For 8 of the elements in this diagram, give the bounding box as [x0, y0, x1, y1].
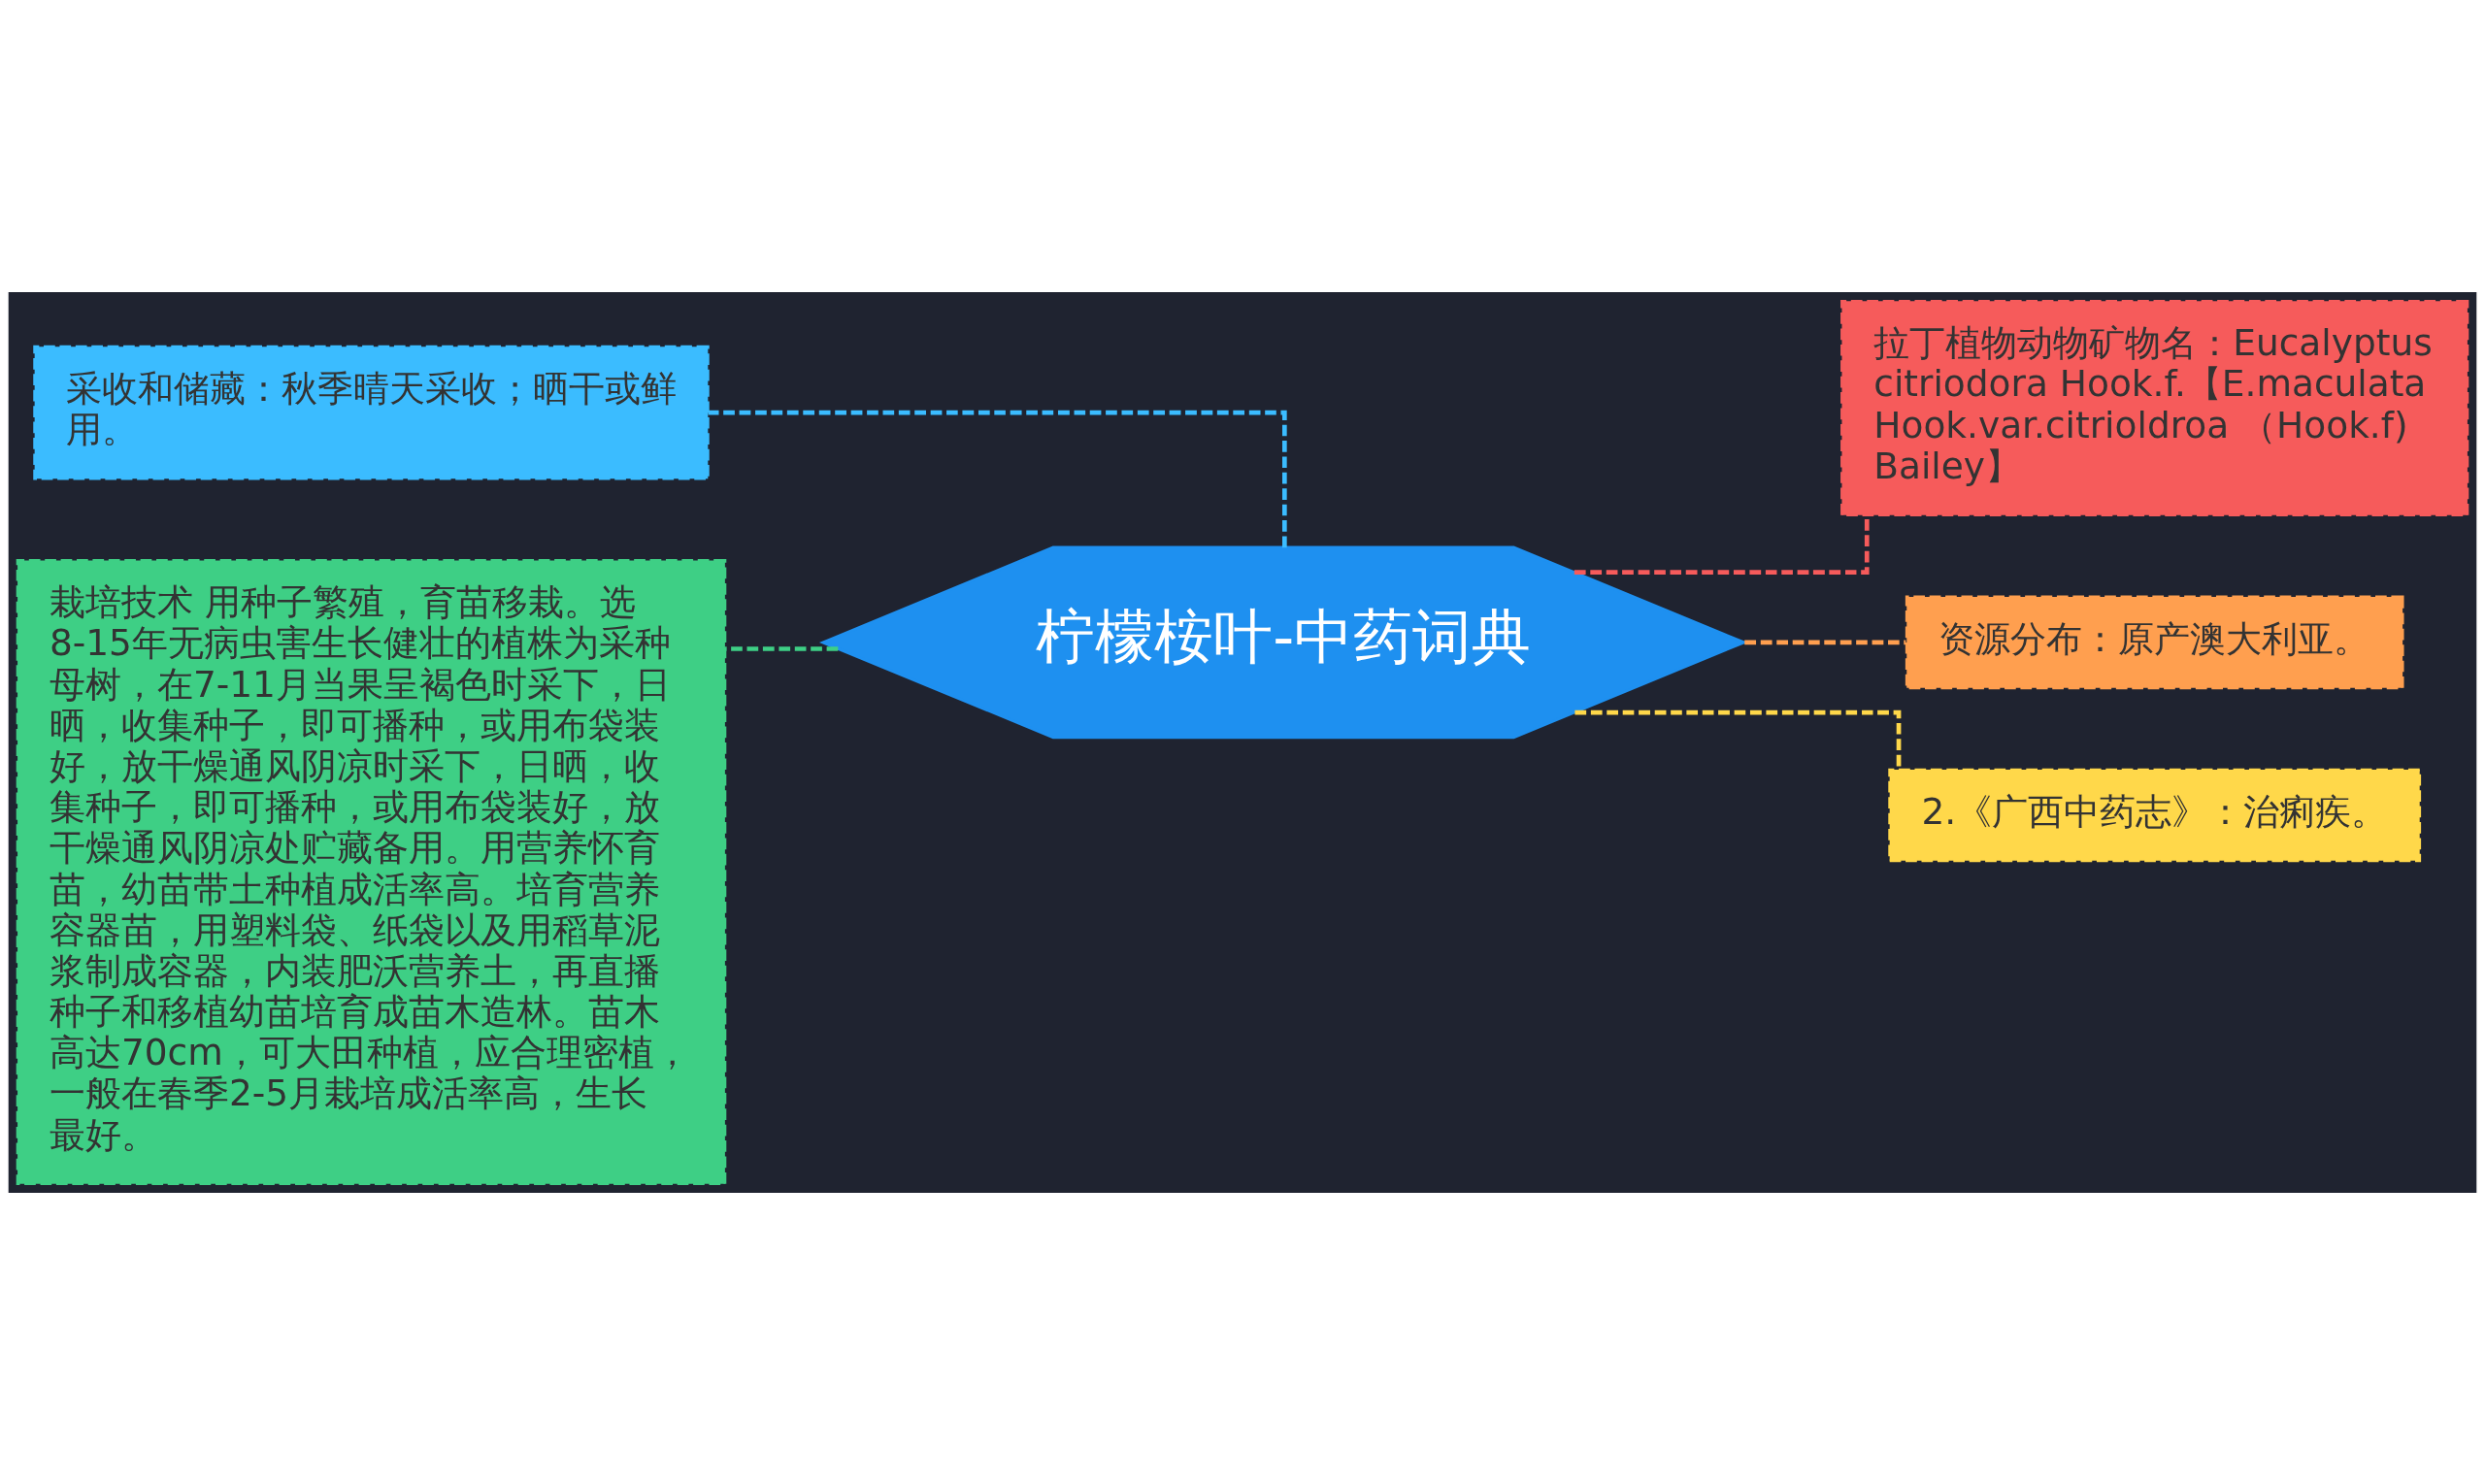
node-box: 拉丁植物动物矿物名：Eucalyptus citriodora Hook.f.【E.maculata Hook.var.citrioldroa （Hook.f) Bailey】 — [1840, 299, 2469, 516]
node-box: 资源分布：原产澳大利亚。 — [1905, 595, 2404, 689]
node-box: 栽培技术 用种子繁殖，育苗移栽。选8-15年无病虫害生长健壮的植株为采种母树，在7-11月当果呈褐色时采下，日晒，收集种子，即可播种，或用布袋装好，放干燥通风阴凉时采下，日晒，收集种子，即可播种，或用布袋装好，放干燥通风阴凉处贮藏备用。用营养怀育苗，幼苗带土种植成活率高。培育营养容器苗，用塑料袋、纸袋以及用稻草泥浆制成容器，内装肥沃营养土，再直播种子和移植幼苗培育成苗木造林。苗木高达70cm，可大田种植，应合理密植，一般在春季2-5月栽培成活率高，生长最好。 — [16, 558, 727, 1185]
node-box: 采收和储藏：秋季晴天采收；晒干或鲜用。 — [33, 345, 710, 480]
connector — [708, 410, 1287, 547]
connector — [1744, 640, 1906, 644]
node-box: 2.《广西中药志》：治痢疾。 — [1888, 768, 2422, 862]
connector — [725, 645, 839, 651]
